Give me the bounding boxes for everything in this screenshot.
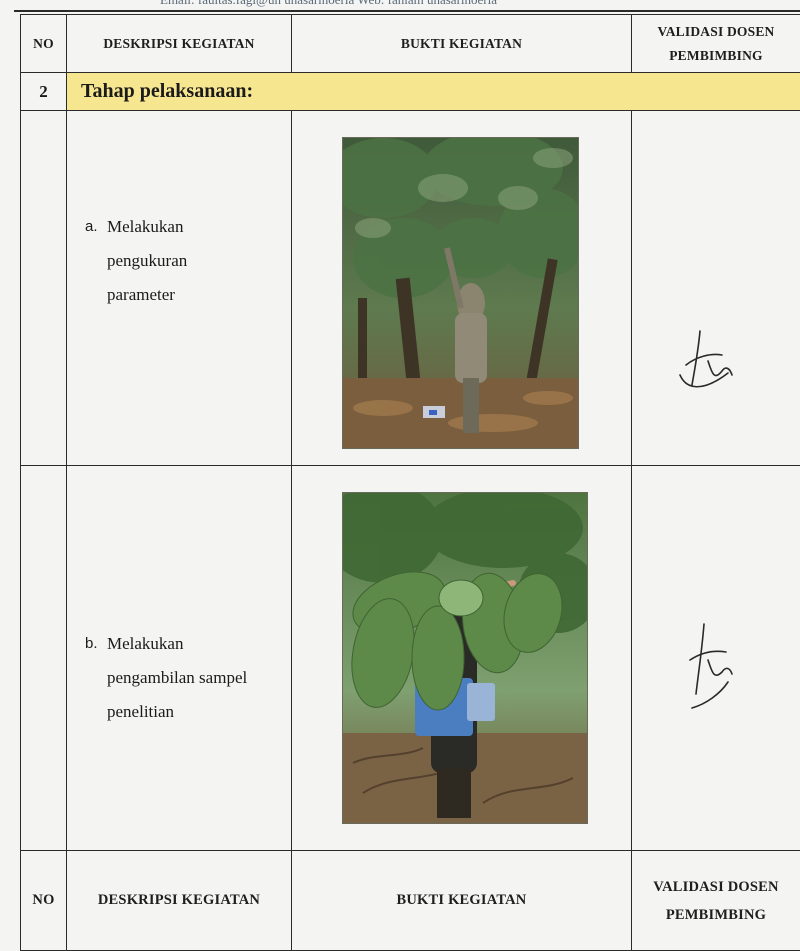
header-rule (14, 10, 800, 12)
description-line: Melakukan (107, 627, 183, 661)
section-number: 2 (21, 73, 67, 111)
evidence-cell (292, 111, 632, 466)
signature-mark (674, 616, 744, 716)
description-line: pengambilan sampel (85, 661, 291, 695)
row-no-cell (21, 111, 67, 466)
evidence-cell (292, 466, 632, 851)
header-deskripsi: DESKRIPSI KEGIATAN (67, 15, 292, 73)
activity-table: NO DESKRIPSI KEGIATAN BUKTI KEGIATAN VAL… (20, 14, 800, 951)
photo-person-measuring-cocoa-tree (342, 137, 579, 449)
header-bukti: BUKTI KEGIATAN (292, 15, 632, 73)
row-no-cell (21, 466, 67, 851)
page-header-strip: Email: faultas.fagi@un unasarinoeria Web… (0, 0, 800, 12)
header-validasi: VALIDASI DOSEN PEMBIMBING (632, 15, 800, 73)
section-title: Tahap pelaksanaan: (67, 73, 800, 111)
item-letter: a. (85, 210, 107, 244)
validation-cell (632, 466, 800, 851)
description-cell: a. Melakukan pengukuran parameter (67, 111, 292, 466)
description-line: penelitian (85, 695, 291, 729)
header-contact-text: Email: faultas.fagi@un unasarinoeria Web… (160, 0, 497, 8)
header-no: NO (21, 15, 67, 73)
description-line: parameter (85, 278, 291, 312)
item-letter: b. (85, 627, 107, 661)
validation-cell (632, 111, 800, 466)
photo-measuring-image (343, 138, 578, 448)
table-row: b. Melakukan pengambilan sampel peneliti… (21, 466, 800, 851)
photo-sampling-image (343, 493, 587, 823)
description-line: pengukuran (85, 244, 291, 278)
description-line: Melakukan (107, 210, 183, 244)
section-row: 2 Tahap pelaksanaan: (21, 73, 800, 111)
signature-mark (672, 323, 742, 403)
table-row: a. Melakukan pengukuran parameter (21, 111, 800, 466)
photo-person-holding-cocoa-leaves (342, 492, 588, 824)
description-cell: b. Melakukan pengambilan sampel peneliti… (67, 466, 292, 851)
table-header-row: NO DESKRIPSI KEGIATAN BUKTI KEGIATAN VAL… (21, 15, 800, 73)
